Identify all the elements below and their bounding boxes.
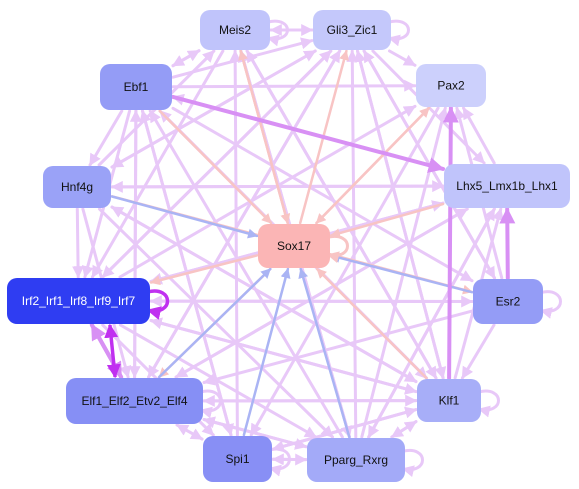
node-label-ebf1: Ebf1 (124, 80, 149, 94)
edge-lhx5-to-elf (174, 207, 469, 379)
node-box-ebf1 (100, 64, 172, 110)
self-loop-elf (199, 389, 222, 419)
node-box-klf1 (417, 379, 481, 422)
edge-lhx5-to-pparg (367, 207, 496, 439)
node-label-esr2: Esr2 (496, 295, 521, 309)
node-box-elf (66, 378, 203, 424)
node-box-spi1 (203, 436, 272, 482)
edge-klf1-to-pparg (390, 420, 418, 439)
node-box-esr2 (473, 279, 543, 324)
edge-ebf1-to-meis2 (171, 49, 201, 68)
edge-klf1-to-irf (149, 317, 418, 394)
edge-pparg-to-ebf1 (148, 109, 344, 439)
node-lhx5[interactable]: Lhx5_Lmx1b_Lhx1 (444, 164, 570, 208)
node-label-elf: Elf1_Elf2_Etv2_Elf4 (81, 394, 187, 408)
node-ebf1[interactable]: Ebf1 (100, 64, 172, 110)
node-meis2[interactable]: Meis2 (200, 10, 270, 50)
edge-spi1-to-sox17 (242, 267, 291, 437)
edge-sox17-to-irf (149, 254, 259, 286)
node-label-pax2: Pax2 (437, 79, 465, 93)
edge-sox17-to-pax2 (315, 106, 431, 225)
self-loop-pparg (401, 448, 424, 478)
edge-spi1-to-elf (175, 423, 204, 441)
node-label-gli3: Gli3_Zic1 (327, 23, 378, 37)
node-irf[interactable]: Irf2_Irf1_Irf8_Irf9_Irf7 (7, 278, 150, 324)
node-box-pax2 (416, 64, 486, 107)
self-loop-gli3 (387, 19, 410, 47)
node-gli3[interactable]: Gli3_Zic1 (313, 10, 391, 50)
self-loop-sox17 (326, 234, 349, 264)
node-label-sox17: Sox17 (277, 239, 311, 253)
node-label-pparg: Pparg_Rxrg (324, 453, 388, 467)
node-label-meis2: Meis2 (219, 23, 251, 37)
edge-sox17-to-meis2 (238, 49, 289, 225)
edge-irf-elf-strong (104, 323, 121, 379)
node-box-gli3 (313, 10, 391, 50)
edge-esr2-to-lhx5 (499, 207, 516, 280)
node-label-irf: Irf2_Irf1_Irf8_Irf9_Irf7 (22, 294, 136, 308)
edge-irf-to-pparg (118, 323, 318, 439)
node-hnf4g[interactable]: Hnf4g (43, 166, 111, 208)
edge-ebf1-to-lhx5 (171, 94, 445, 173)
edge-esr2-to-elf (202, 309, 474, 386)
self-loop-irf (146, 289, 170, 320)
edge-pparg-to-gli3 (346, 49, 359, 439)
edge-hnf4g-to-irf (72, 207, 85, 279)
node-box-hnf4g (43, 166, 111, 208)
edge-elf-to-gli3 (147, 49, 342, 379)
edge-gli3-to-pax2 (388, 49, 417, 67)
node-box-meis2 (200, 10, 270, 50)
node-sox17[interactable]: Sox17 (258, 224, 330, 268)
node-label-spi1: Spi1 (225, 452, 249, 466)
edge-lhx5-to-sox17 (329, 202, 445, 238)
self-loop-meis2 (266, 19, 289, 47)
node-box-irf (7, 278, 150, 324)
self-loop-klf1 (477, 389, 500, 418)
edge-lhx5-to-pax2 (462, 106, 496, 165)
edge-ebf1-to-sox17 (158, 109, 273, 225)
edge-hnf4g-to-sox17 (110, 195, 259, 239)
node-box-pparg (307, 438, 405, 482)
edge-klf1-to-sox17 (315, 267, 428, 380)
edge-esr2-to-klf1 (460, 323, 496, 380)
node-box-lhx5 (444, 164, 570, 208)
node-elf[interactable]: Elf1_Elf2_Etv2_Elf4 (66, 378, 203, 424)
edge-klf1-to-meis2 (245, 49, 438, 380)
edge-layer (72, 19, 562, 478)
edge-elf-to-ebf1 (129, 109, 142, 379)
node-spi1[interactable]: Spi1 (203, 436, 272, 482)
edge-klf1-to-hnf4g (110, 205, 418, 384)
edge-irf-to-gli3 (101, 49, 333, 279)
node-pparg[interactable]: Pparg_Rxrg (307, 438, 405, 482)
edge-irf-to-pax2 (118, 104, 417, 279)
edge-elf-to-sox17 (157, 267, 272, 379)
edge-ebf1-to-hnf4g (88, 109, 124, 167)
node-klf1[interactable]: Klf1 (417, 379, 481, 422)
edge-pax2-to-spi1 (249, 106, 440, 437)
node-box-sox17 (258, 224, 330, 268)
edge-ebf1-to-esr2 (171, 106, 474, 283)
edge-spi1-to-meis2 (229, 49, 242, 437)
edge-klf1-to-spi1 (271, 408, 418, 453)
edge-pparg-to-sox17 (298, 267, 351, 439)
node-label-lhx5: Lhx5_Lmx1b_Lhx1 (456, 179, 558, 193)
node-pax2[interactable]: Pax2 (416, 64, 486, 107)
node-label-klf1: Klf1 (439, 394, 460, 408)
edge-klf1-to-pax2 (442, 106, 459, 380)
self-loop-spi1 (268, 447, 291, 477)
self-loop-esr2 (539, 290, 562, 319)
node-esr2[interactable]: Esr2 (473, 279, 543, 324)
node-label-hnf4g: Hnf4g (61, 180, 93, 194)
